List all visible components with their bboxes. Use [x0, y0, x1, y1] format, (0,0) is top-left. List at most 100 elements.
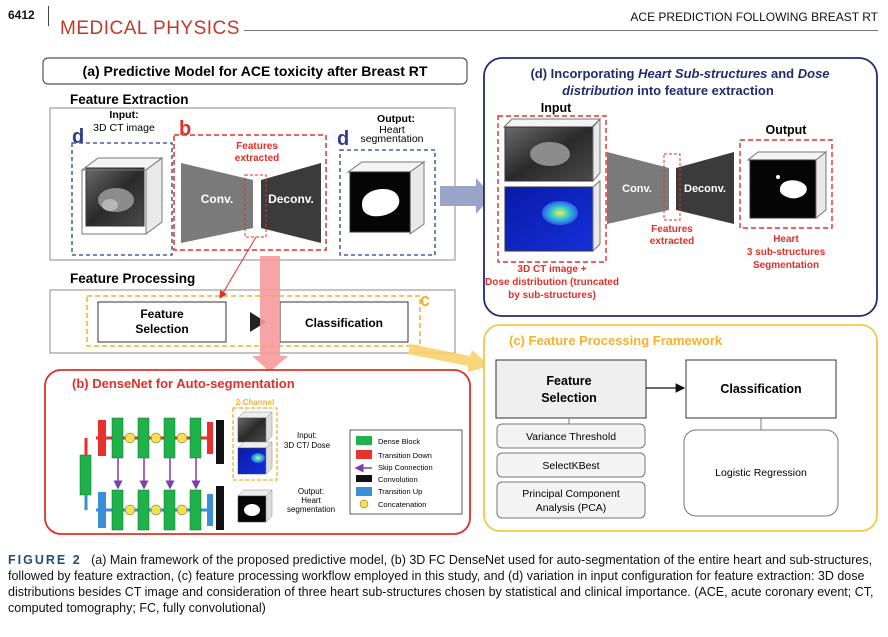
panel-d-title-2b: into feature extraction	[634, 83, 774, 98]
panel-c-classification: Classification	[720, 382, 801, 396]
logistic-regression-box	[683, 429, 839, 517]
panel-b: (b) DenseNet for Auto-segmentation	[44, 369, 471, 535]
panel-d-title-2a: distribution	[562, 83, 634, 98]
ct-cube	[80, 157, 164, 235]
ct-input-cube	[502, 117, 602, 183]
legend-transition-up: Transition Up	[378, 487, 422, 496]
panel-d-features-1: Features	[651, 224, 693, 235]
method-variance-threshold-label: Variance Threshold	[526, 431, 616, 443]
legend-concatenation: Concatenation	[378, 500, 426, 509]
panel-d-input: Input	[541, 101, 572, 115]
panel-d-deconv-block	[676, 152, 734, 224]
legend-swatch-transition-up	[356, 487, 372, 496]
legend-swatch-transition-down	[356, 450, 372, 459]
method-selectkbest	[496, 452, 646, 478]
panel-d-title-1b: Heart Sub-structures	[638, 66, 767, 81]
segmentation-cube	[346, 161, 426, 235]
journal-name: MEDICAL PHYSICS	[60, 18, 240, 39]
panel-d-title-1d: Dose	[798, 66, 830, 81]
legend-swatch-convolution	[356, 475, 372, 482]
panel-a-label-d1: d	[72, 126, 84, 148]
panel-c-feature-1: Feature	[546, 374, 591, 388]
figure-2: (a) Predictive Model for ACE toxicity af…	[42, 57, 878, 535]
panel-d-input-desc-2: Dose distribution (truncated	[485, 277, 619, 288]
output-desc-1: Heart	[379, 124, 405, 136]
panel-d-title-2: distribution into feature extraction	[562, 83, 774, 98]
features-extracted-2: extracted	[235, 153, 279, 164]
legend-swatch-concatenation	[359, 499, 369, 509]
panel-d-title-1a: (d) Incorporating	[530, 66, 638, 81]
input-desc: 3D CT image	[93, 122, 155, 134]
method-pca-label-2: Analysis (PCA)	[536, 502, 607, 514]
panel-d-conv-block	[607, 152, 669, 224]
method-selectkbest-label: SelectKBest	[542, 460, 599, 472]
arrow-to-panel-b	[252, 256, 288, 372]
page-number: 6412	[8, 8, 35, 22]
panel-c-feature-selection-box	[495, 359, 647, 419]
densenet-input-2: 3D CT/ Dose	[284, 441, 331, 450]
deconv-label: Deconv.	[268, 192, 314, 206]
panel-d-output-desc-2: 3 sub-structures	[747, 247, 826, 258]
panel-a-label-c: c	[420, 290, 430, 310]
running-title: ACE PREDICTION FOLLOWING BREAST RT	[630, 10, 878, 24]
output-label: Output:	[377, 113, 415, 125]
panel-c-title: (c) Feature Processing Framework	[509, 333, 723, 348]
panel-d-output-desc-3: Segmentation	[753, 260, 819, 271]
features-extracted-1: Features	[236, 141, 278, 152]
panel-a-label-b: b	[179, 118, 191, 140]
arrow-to-panel-c	[408, 344, 490, 372]
heart-substructures-cube	[746, 150, 828, 220]
feature-selection-1: Feature	[140, 307, 184, 321]
panel-a: (a) Predictive Model for ACE toxicity af…	[42, 57, 492, 372]
densenet-output-2: Heart	[301, 496, 321, 505]
two-channel-label: 2-Channel	[236, 398, 275, 407]
panel-d-deconv: Deconv.	[684, 183, 726, 195]
densenet-legend: Dense Block Transition Down Skip Connect…	[349, 429, 463, 515]
panel-d-features-2: extracted	[650, 236, 694, 247]
panel-c-feature-2: Selection	[541, 391, 597, 405]
method-pca-label-1: Principal Component	[522, 488, 620, 500]
classification-label: Classification	[305, 316, 383, 330]
densenet-output-1: Output:	[298, 487, 324, 496]
output-thumbnail	[237, 489, 273, 523]
panel-c: (c) Feature Processing Framework Feature…	[483, 324, 878, 532]
arrow-to-panel-d	[440, 178, 492, 214]
panel-b-title: (b) DenseNet for Auto-segmentation	[72, 376, 295, 391]
densenet-output-3: segmentation	[287, 505, 335, 514]
logistic-regression-label: Logistic Regression	[715, 467, 807, 479]
densenet-input-1: Input:	[297, 431, 317, 440]
feature-selection-box	[97, 301, 227, 343]
dose-input-cube	[504, 179, 601, 253]
feature-extraction-label: Feature Extraction	[70, 92, 189, 107]
panel-d-output-desc-1: Heart	[773, 234, 799, 245]
dose-thumbnail	[237, 441, 273, 475]
method-variance-threshold	[496, 423, 646, 449]
play-arrow	[250, 312, 266, 332]
panel-d-conv: Conv.	[622, 183, 652, 195]
panel-d: (d) Incorporating Heart Sub-structures a…	[483, 57, 878, 317]
panel-d-title-1c: and	[767, 66, 797, 81]
legend-skip-connection: Skip Connection	[378, 463, 433, 472]
panel-a-label-d2: d	[337, 128, 349, 150]
legend-transition-down: Transition Down	[378, 451, 432, 460]
conv-block	[181, 163, 253, 243]
deconv-block	[261, 163, 321, 243]
header-rule	[244, 30, 878, 31]
densenet-diagram	[79, 417, 224, 531]
figure-caption: FIGURE 2 (a) Main framework of the propo…	[8, 552, 880, 616]
caption-text: (a) Main framework of the proposed predi…	[8, 553, 874, 615]
header-divider	[48, 6, 49, 26]
features-to-processing-arrow	[219, 236, 257, 299]
input-label: Input:	[109, 109, 138, 121]
output-desc-2: segmentation	[360, 133, 423, 145]
feature-selection-2: Selection	[135, 322, 188, 336]
panel-d-input-desc-3: by sub-structures)	[508, 290, 596, 301]
legend-convolution: Convolution	[378, 475, 418, 484]
legend-dense-block: Dense Block	[378, 437, 420, 446]
legend-swatch-dense-block	[356, 436, 372, 445]
panel-d-title-1: (d) Incorporating Heart Sub-structures a…	[530, 66, 829, 81]
figure-label: FIGURE 2	[8, 553, 82, 567]
classification-box	[279, 301, 409, 343]
ct-thumbnail	[237, 411, 273, 443]
conv-label: Conv.	[201, 192, 233, 206]
